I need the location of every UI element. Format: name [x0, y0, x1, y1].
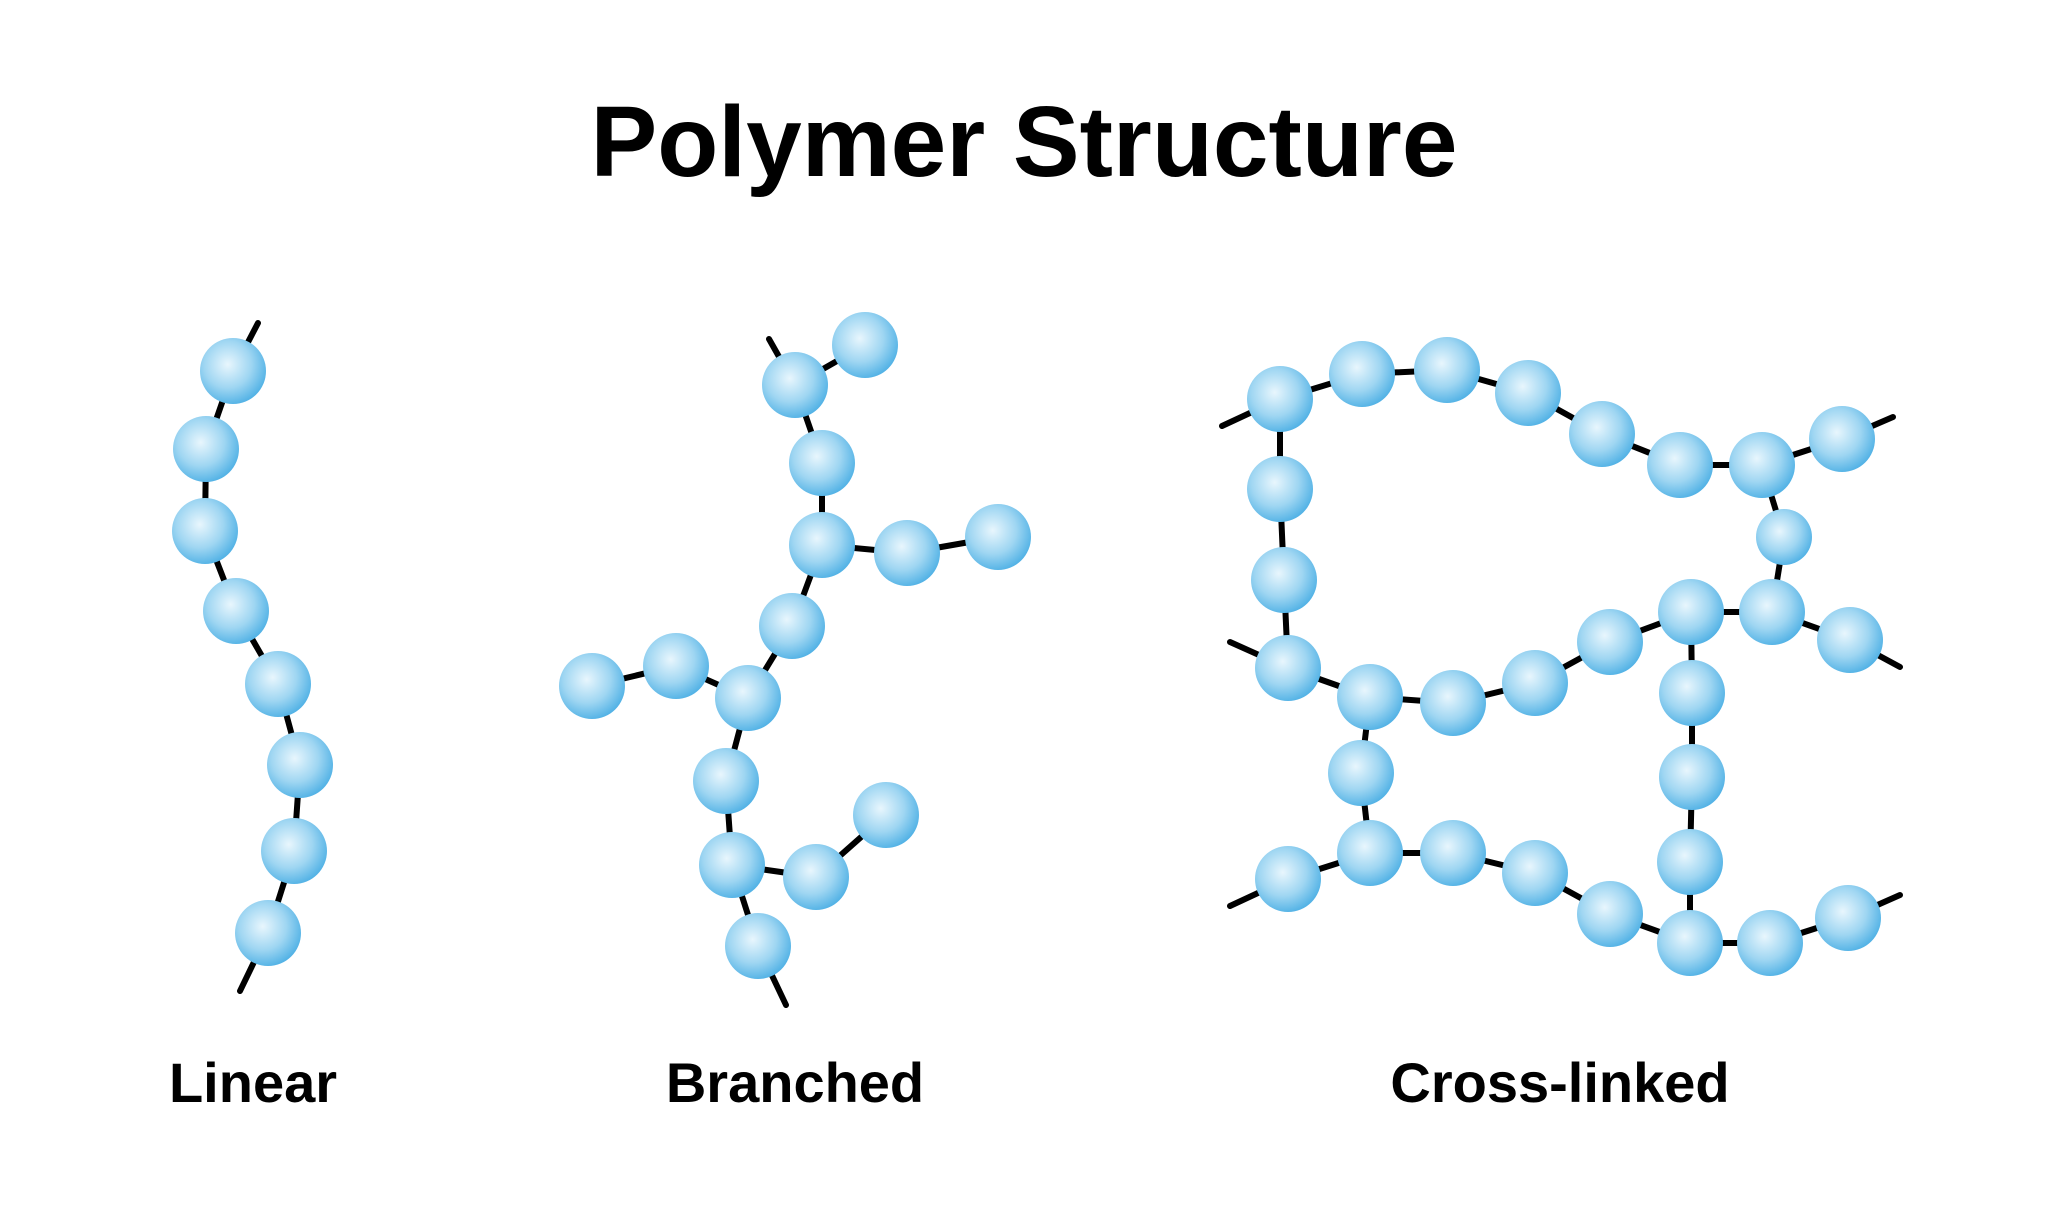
linear-monomer-bead	[235, 900, 301, 966]
crosslinked-small-bead	[1756, 509, 1812, 565]
label-branched: Branched	[665, 1051, 925, 1114]
crosslinked-monomer-bead	[1657, 910, 1723, 976]
label-linear: Linear	[168, 1051, 338, 1114]
branched-monomer-bead	[789, 512, 855, 578]
crosslinked-monomer-bead	[1255, 846, 1321, 912]
crosslinked-monomer-bead	[1502, 840, 1568, 906]
linear-monomer-bead	[203, 578, 269, 644]
crosslinked-monomer-bead	[1815, 885, 1881, 951]
branched-monomer-bead	[643, 633, 709, 699]
branched-monomer-bead	[874, 520, 940, 586]
crosslinked-monomer-bead	[1817, 607, 1883, 673]
branched-monomer-bead	[789, 430, 855, 496]
crosslinked-monomer-bead	[1569, 401, 1635, 467]
crosslinked-monomer-bead	[1737, 910, 1803, 976]
crosslinked-monomer-bead	[1502, 650, 1568, 716]
crosslinked-monomer-bead	[1247, 366, 1313, 432]
label-cross-linked: Cross-linked	[1390, 1051, 1730, 1114]
linear-monomer-bead	[173, 416, 239, 482]
crosslinked-monomer-bead	[1337, 664, 1403, 730]
crosslinked-monomer-bead	[1729, 432, 1795, 498]
crosslinked-monomer-bead	[1414, 337, 1480, 403]
branched-monomer-bead	[725, 913, 791, 979]
crosslinked-monomer-bead	[1495, 360, 1561, 426]
page-title: Polymer Structure	[590, 86, 1458, 198]
crosslinked-monomer-bead	[1328, 740, 1394, 806]
crosslinked-monomer-bead	[1739, 579, 1805, 645]
branched-monomer-bead	[853, 782, 919, 848]
crosslinked-monomer-bead	[1647, 432, 1713, 498]
branched-monomer-bead	[715, 665, 781, 731]
branched-monomer-bead	[559, 653, 625, 719]
bond-lines	[202, 320, 1903, 1008]
branched-monomer-bead	[762, 352, 828, 418]
linear-monomer-bead	[200, 338, 266, 404]
crosslinked-monomer-bead	[1420, 820, 1486, 886]
crosslinked-monomer-bead	[1659, 744, 1725, 810]
crosslinked-monomer-bead	[1659, 660, 1725, 726]
crosslinked-monomer-bead	[1577, 609, 1643, 675]
crosslinked-monomer-bead	[1577, 881, 1643, 947]
branched-monomer-bead	[965, 504, 1031, 570]
crosslinked-monomer-bead	[1658, 579, 1724, 645]
branched-monomer-bead	[783, 844, 849, 910]
branched-monomer-bead	[759, 593, 825, 659]
crosslinked-monomer-bead	[1657, 829, 1723, 895]
crosslinked-monomer-bead	[1247, 456, 1313, 522]
branched-monomer-bead	[699, 832, 765, 898]
crosslinked-monomer-bead	[1420, 670, 1486, 736]
linear-monomer-bead	[172, 498, 238, 564]
crosslinked-monomer-bead	[1329, 341, 1395, 407]
linear-monomer-bead	[261, 818, 327, 884]
linear-monomer-bead	[267, 732, 333, 798]
crosslinked-monomer-bead	[1809, 406, 1875, 472]
crosslinked-monomer-bead	[1255, 635, 1321, 701]
crosslinked-monomer-bead	[1337, 820, 1403, 886]
monomer-beads	[172, 312, 1883, 979]
branched-monomer-bead	[832, 312, 898, 378]
branched-monomer-bead	[693, 748, 759, 814]
linear-monomer-bead	[245, 651, 311, 717]
crosslinked-monomer-bead	[1251, 547, 1317, 613]
